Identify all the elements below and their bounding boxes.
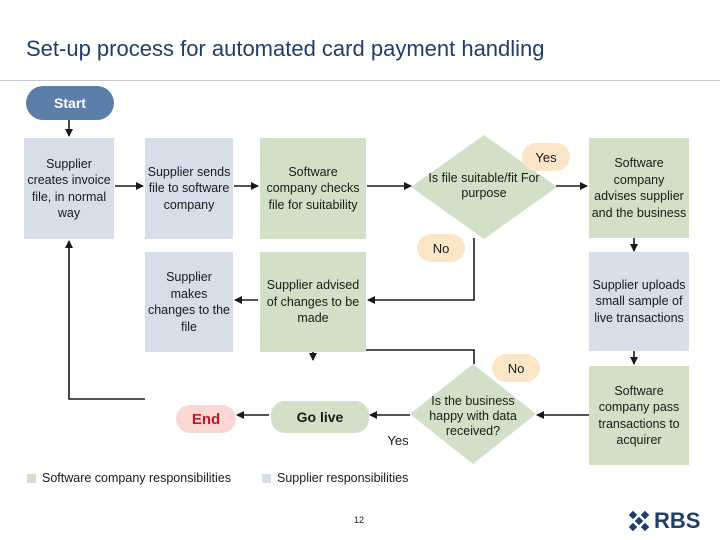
legend-supplier-label: Supplier responsibilities xyxy=(277,471,409,485)
title-divider xyxy=(0,80,720,81)
arrow-no-to-advised-lower xyxy=(309,349,475,364)
decision-happy-text: Is the business happy with data received… xyxy=(429,393,517,438)
legend-supplier-swatch xyxy=(262,473,271,483)
legend-software: Software company responsibilities xyxy=(27,471,231,485)
rbs-daisy-icon xyxy=(628,510,650,532)
arrow-changes-to-creates xyxy=(65,240,145,400)
supplier-uploads-box: Supplier uploads small sample of live tr… xyxy=(589,252,689,351)
supplier-creates-invoice-box: Supplier creates invoice file, in normal… xyxy=(24,138,114,239)
rbs-logo-text: RBS xyxy=(654,508,701,533)
start-node: Start xyxy=(26,86,114,120)
decision-happy-diamond xyxy=(410,364,536,464)
page-title: Set-up process for automated card paymen… xyxy=(26,36,545,61)
software-pass-box: Software company pass transactions to ac… xyxy=(589,366,689,465)
end-node: End xyxy=(176,405,236,433)
rbs-logo: RBS xyxy=(628,508,700,534)
decision-suitable-diamond xyxy=(411,135,557,239)
supplier-makes-changes-box: Supplier makes changes to the file xyxy=(145,252,233,352)
arrow-no-to-advised xyxy=(367,238,475,304)
no-label-mid: No xyxy=(417,234,465,262)
decision-suitable-text: Is file suitable/fit For purpose xyxy=(428,171,540,200)
software-advises-box: Software company advises supplier and th… xyxy=(589,138,689,238)
go-live-node: Go live xyxy=(271,401,369,433)
no-label-lower: No xyxy=(492,354,540,382)
legend-supplier: Supplier responsibilities xyxy=(262,471,408,485)
yes-label-top: Yes xyxy=(522,143,570,171)
supplier-sends-file-box: Supplier sends file to software company xyxy=(145,138,233,239)
software-checks-file-box: Software company checks file for suitabi… xyxy=(260,138,366,239)
yes-label-bottom: Yes xyxy=(387,432,409,448)
legend-software-swatch xyxy=(27,473,36,483)
page-number: 12 xyxy=(354,515,365,525)
legend-software-label: Software company responsibilities xyxy=(42,471,231,485)
supplier-advised-box: Supplier advised of changes to be made xyxy=(260,252,366,352)
